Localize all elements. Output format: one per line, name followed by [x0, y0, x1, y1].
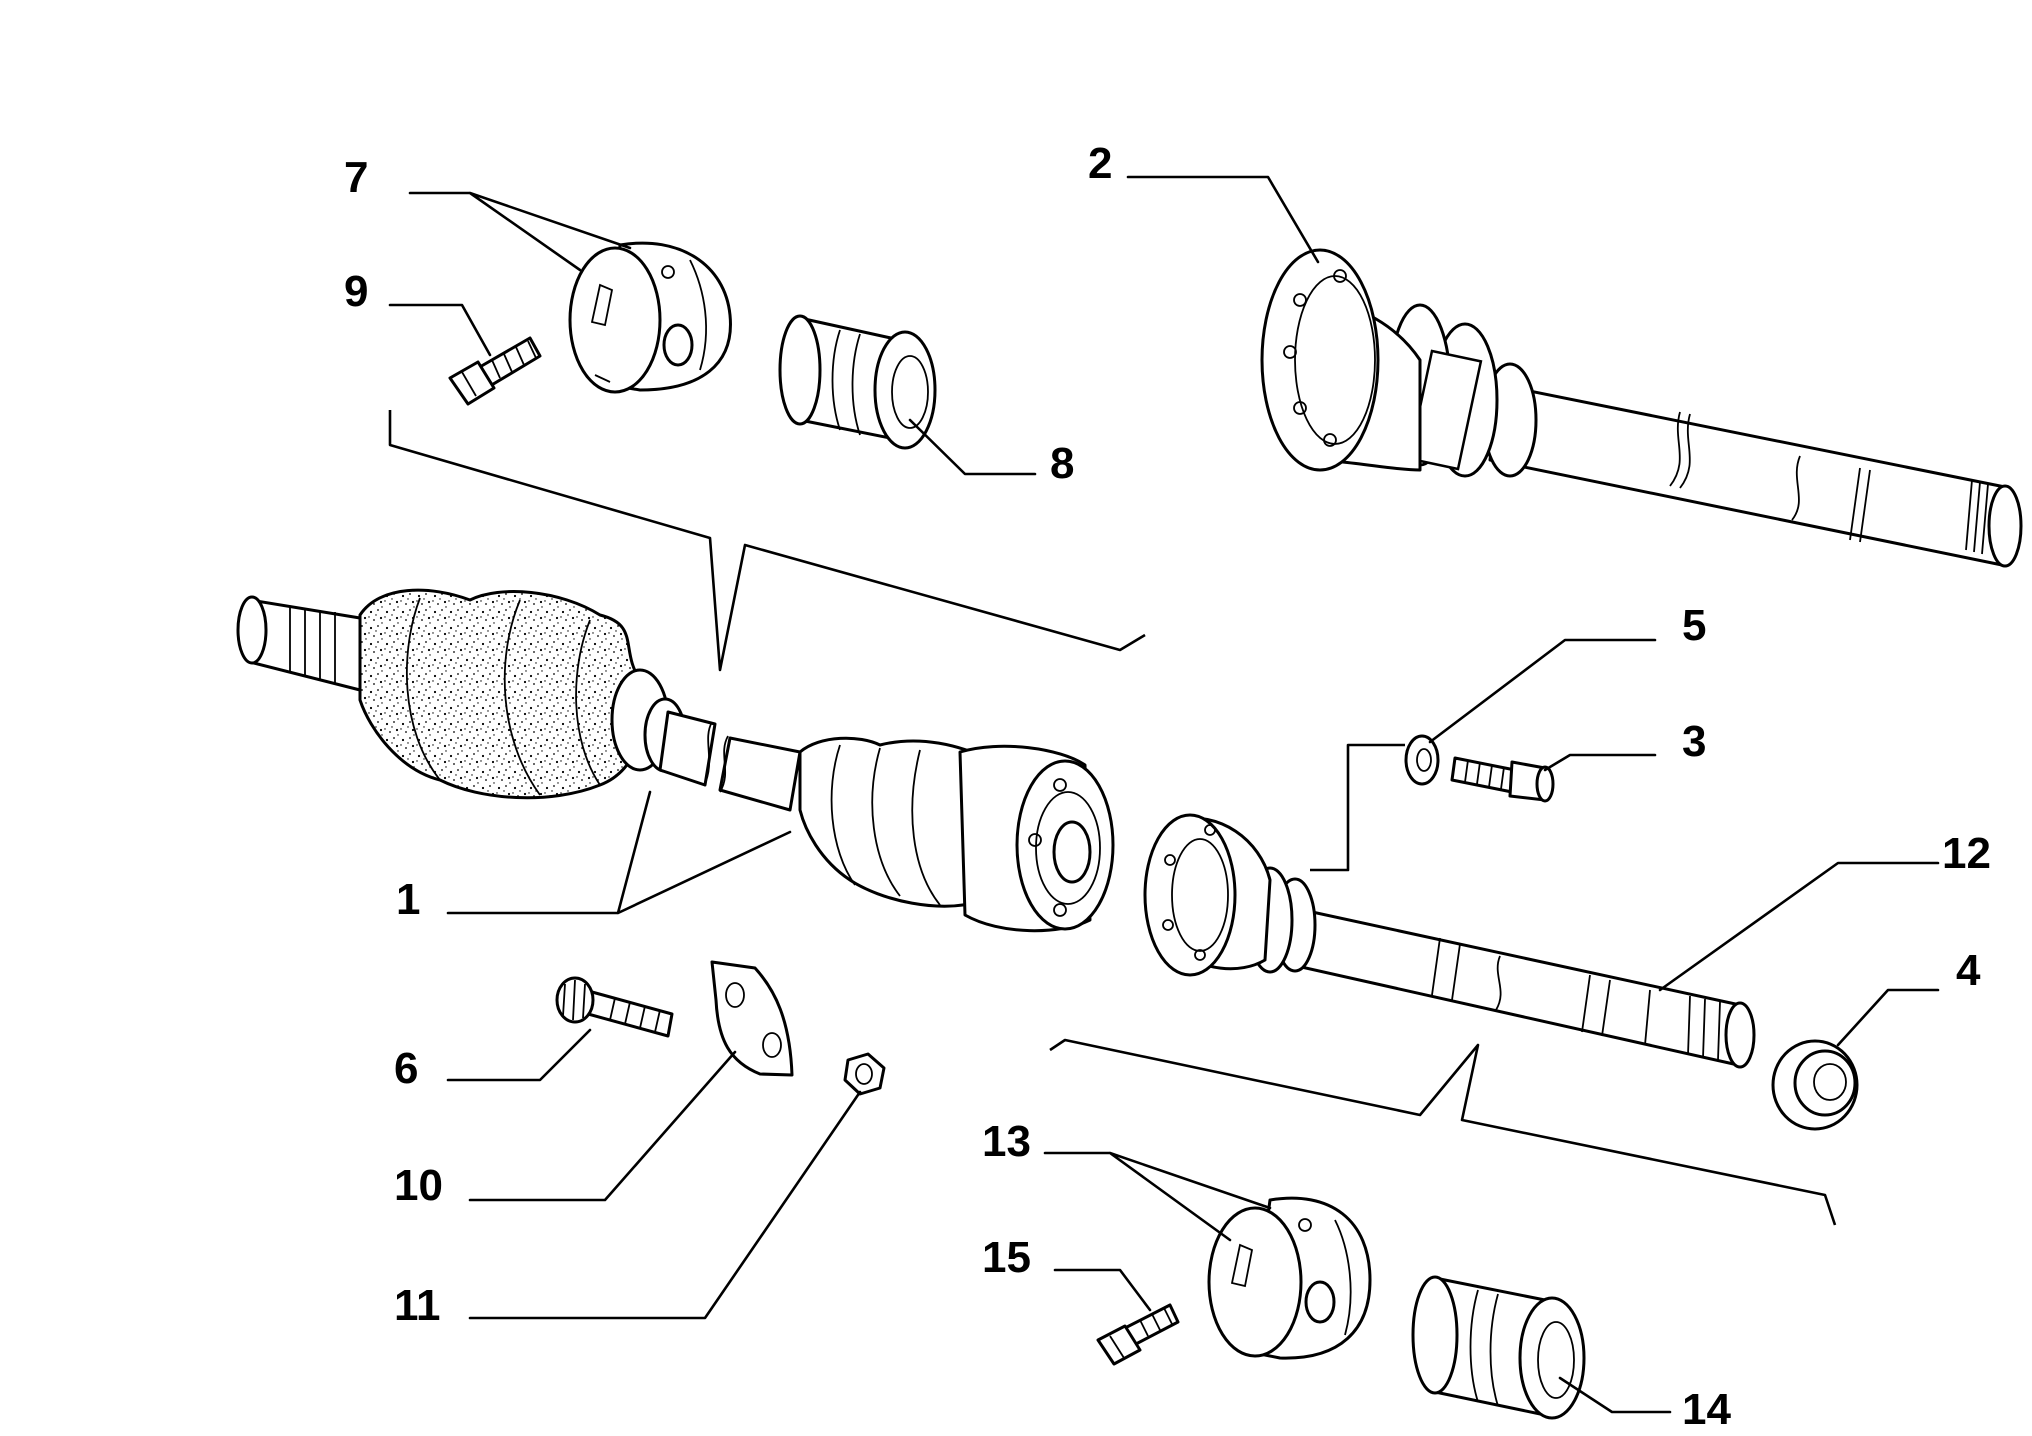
- bracket-upper-left: [388, 410, 1146, 672]
- part-label-7: 7: [344, 153, 368, 202]
- part-label-4: 4: [1956, 946, 1981, 995]
- leader-6: [446, 1028, 592, 1082]
- leader-lines: [388, 175, 1940, 1414]
- part-label-8: 8: [1050, 439, 1074, 488]
- leader-8: [908, 418, 1037, 476]
- leader-10: [468, 1050, 737, 1202]
- part-label-12: 12: [1942, 829, 1991, 878]
- part-label-3: 3: [1682, 717, 1706, 766]
- leader-4: [1836, 988, 1940, 1047]
- part-10-lock-plate: [710, 960, 794, 1077]
- part-label-2: 2: [1088, 139, 1112, 188]
- leader-11: [468, 1090, 862, 1320]
- part-label-10: 10: [394, 1161, 443, 1210]
- part-11-nut: [843, 1052, 886, 1096]
- part-5-washer: [1404, 734, 1440, 786]
- part-8-bushing: [778, 314, 937, 450]
- part-4-seal-ring: [1771, 1039, 1859, 1131]
- part-9-bolt: [448, 336, 542, 406]
- part-label-11: 11: [394, 1281, 441, 1330]
- bracket-lower-right: [1049, 1038, 1837, 1226]
- leader-14: [1558, 1376, 1672, 1414]
- leader-13: [1043, 1151, 1272, 1242]
- part-label-13: 13: [982, 1117, 1031, 1166]
- bracket-part-5-3-to-12: [1310, 808, 1350, 872]
- part-1-drive-shaft-assembly: [236, 588, 1115, 933]
- part-12-inner-shaft: [1143, 813, 1756, 1069]
- part-label-15: 15: [982, 1233, 1031, 1282]
- part-label-5: 5: [1682, 601, 1706, 650]
- leader-15: [1053, 1268, 1152, 1312]
- part-label-9: 9: [344, 267, 368, 316]
- part-6-bolt: [555, 976, 674, 1038]
- part-label-1: 1: [396, 875, 420, 924]
- part-15-bolt: [1096, 1303, 1180, 1366]
- leader-2: [1126, 175, 1320, 264]
- part-14-bushing: [1411, 1275, 1586, 1420]
- leader-9: [388, 303, 492, 357]
- part-13-clamp-housing: [1207, 1196, 1372, 1360]
- part-3-bolt: [1450, 756, 1555, 803]
- part-2-axle-shaft-with-flange: [1260, 248, 2023, 568]
- leader-3: [1543, 753, 1657, 772]
- leader-5: [1428, 638, 1657, 744]
- part-7-clamp-housing: [568, 241, 732, 394]
- bracket-part-5-3: [1346, 743, 1405, 808]
- part-label-14: 14: [1682, 1385, 1731, 1434]
- leader-12: [1658, 861, 1940, 992]
- part-label-6: 6: [394, 1044, 418, 1093]
- leader-1: [446, 790, 792, 915]
- leader-7: [408, 191, 632, 272]
